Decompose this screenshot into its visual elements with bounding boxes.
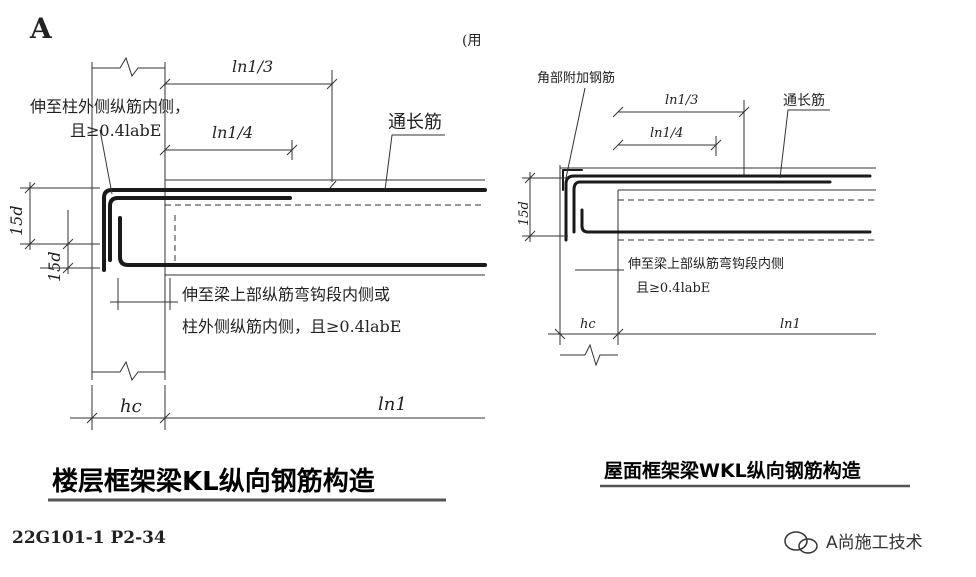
right-ln3-label: ln1/3 <box>665 93 698 108</box>
right-ln4-label: ln1/4 <box>650 126 683 141</box>
footer-code: 22G101-1 P2-34 <box>12 528 166 548</box>
left-ln1: ln1 <box>378 394 407 415</box>
left-note-top-2: 且≥0.4labE <box>70 121 161 140</box>
right-note-1: 伸至梁上部纵筋弯钩段内侧 <box>628 256 784 272</box>
left-hc: hc <box>120 396 142 417</box>
left-tong-chang-jin: 通长筋 <box>388 112 442 133</box>
right-note-2: 且≥0.4labE <box>636 281 710 296</box>
right-15d: 15d <box>517 201 532 226</box>
watermark-text: A尚施工技术 <box>826 533 923 553</box>
left-note-mid-1: 伸至梁上部纵筋弯钩段内侧或 <box>182 285 390 304</box>
left-15d-a: 15d <box>7 205 26 236</box>
left-title: 楼层框架梁KL纵向钢筋构造 <box>52 466 375 497</box>
watermark: A尚施工技术 <box>784 531 923 554</box>
right-tong-chang-jin: 通长筋 <box>783 92 825 109</box>
left-note-mid-2: 柱外侧纵筋内侧，且≥0.4labE <box>182 317 401 336</box>
right-corner-extra: 角部附加钢筋 <box>537 70 615 86</box>
left-ln3-label: ln1/3 <box>232 57 273 76</box>
right-ln1: ln1 <box>780 317 801 332</box>
left-ln4-label: ln1/4 <box>212 123 253 142</box>
kl-diagram: ln1/3 ln1/4 伸至柱外侧纵筋内侧， 且≥0.4labE 通长筋 15d… <box>7 56 487 502</box>
left-note-top-1: 伸至柱外侧纵筋内侧， <box>30 97 190 116</box>
right-hc: hc <box>580 317 596 332</box>
wechat-icon <box>784 531 818 554</box>
stamp-text: (用 <box>462 33 481 49</box>
wkl-diagram: 角部附加钢筋 ln1/3 ln1/4 通长筋 15d 伸至梁上部纵筋弯钩段内侧 … <box>517 70 910 488</box>
corner-letter: A <box>29 12 53 45</box>
right-title: 屋面框架梁WKL纵向钢筋构造 <box>604 459 862 482</box>
left-15d-b: 15d <box>45 251 64 282</box>
